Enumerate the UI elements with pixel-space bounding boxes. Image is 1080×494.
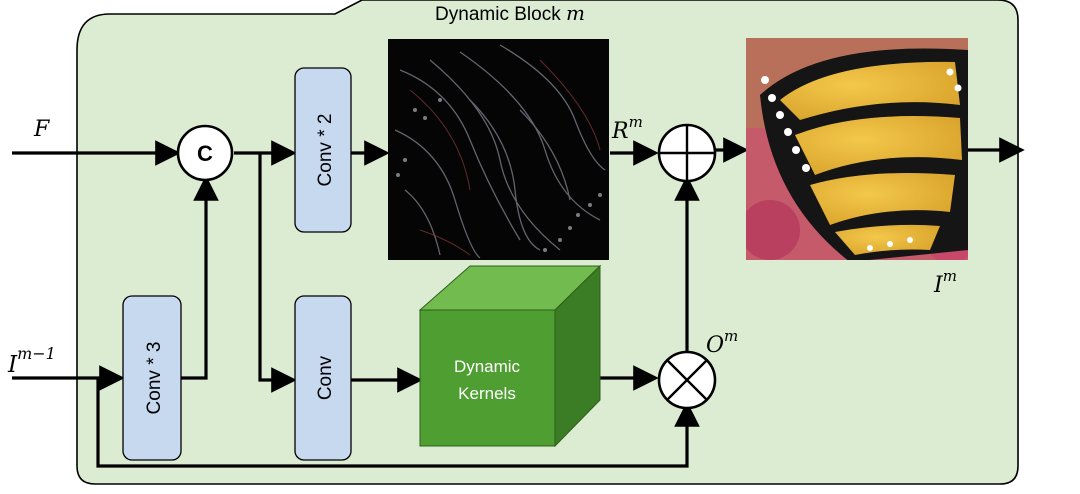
residual-map-image [388,39,609,260]
conv-single-block: Conv [294,295,352,461]
block-title: Dynamic Block m [435,1,585,25]
edge-conv3-to-concat [181,175,219,380]
multiply-node [657,350,717,410]
label-offset: Om [706,327,738,358]
conv-x3-block: Conv * 3 [122,295,182,461]
svg-text:Conv * 2: Conv * 2 [315,114,336,187]
svg-text:Kernels: Kernels [458,384,516,403]
concat-node: C [176,124,234,182]
label-residual: Rm [611,113,643,144]
conv-x2-block: Conv * 2 [294,67,352,233]
edge-concat-to-conv [258,153,297,393]
label-prev-image: Im−1 [7,344,56,378]
label-f: F [33,117,50,142]
output-image [746,38,968,260]
edge-prev-image-to-multiply [96,378,700,468]
svg-text:C: C [197,141,213,166]
add-node [657,123,717,183]
dynamic-kernels-cube: Dynamic Kernels [418,264,602,448]
svg-text:Conv: Conv [315,355,336,400]
svg-text:Conv * 3: Conv * 3 [144,342,165,415]
label-output-image: Im [933,267,957,298]
svg-text:Dynamic: Dynamic [454,357,521,376]
